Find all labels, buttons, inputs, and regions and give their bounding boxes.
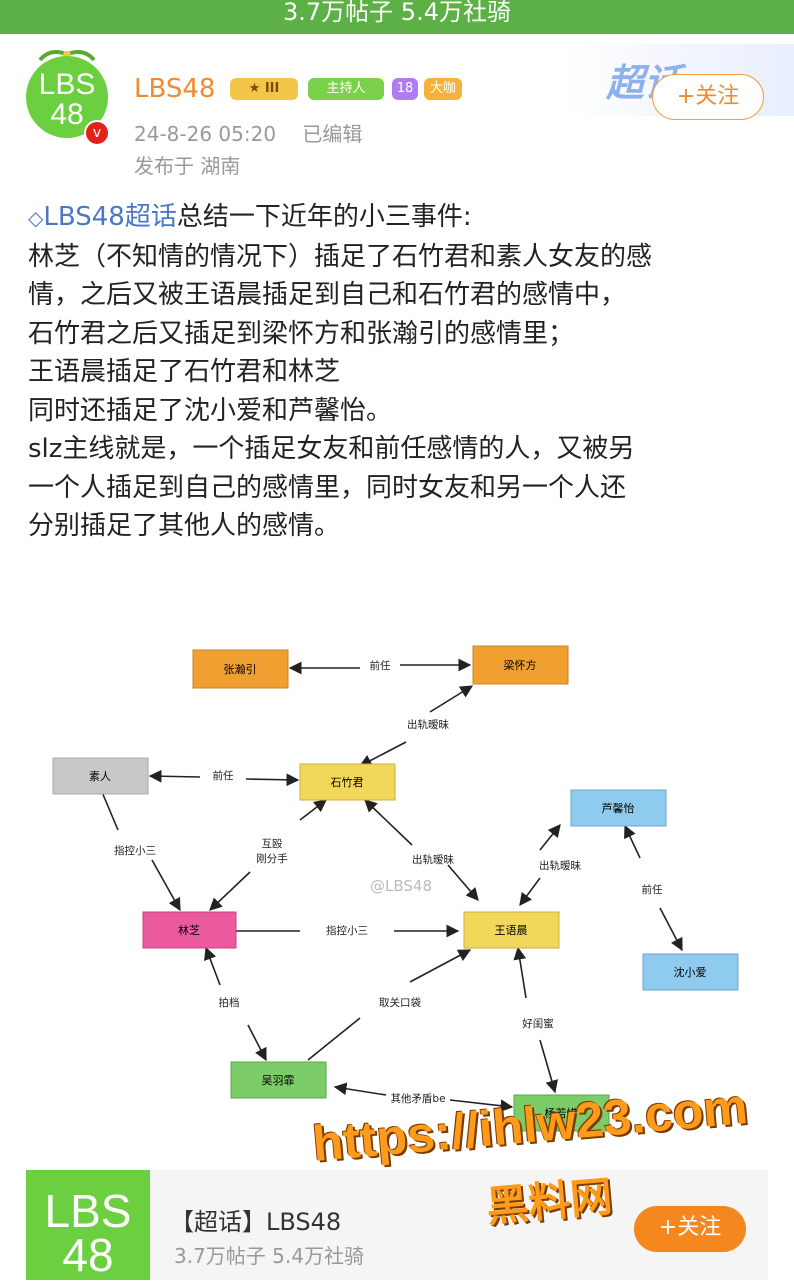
relationship-diagram[interactable]: 张瀚引 梁怀方 素人 石竹君 芦馨怡 林芝 王语晨 沈小爱 吴羽霏 杨若惜 前任…	[40, 640, 760, 1140]
edge-label-lin-shi-2: 刚分手	[256, 852, 288, 865]
topic-tag-text: LBS48超话	[43, 202, 177, 232]
edge-label-lu-shen: 前任	[642, 883, 663, 896]
node-wang-label: 王语晨	[495, 924, 528, 937]
diamond-icon: ◇	[28, 206, 44, 230]
edge-label-wu-yang: 其他矛盾be	[390, 1092, 445, 1105]
fan-level-badge[interactable]: 18	[392, 78, 418, 100]
diagram-edges	[101, 658, 683, 1113]
post-line-0: 总结一下近年的小三事件:	[176, 202, 472, 232]
vip-badge[interactable]: 大咖	[424, 78, 462, 100]
edge-label-liang-shi: 出轨暧昧	[407, 718, 449, 731]
post-line-3: 石竹君之后又插足到梁怀方和张瀚引的感情里；	[28, 318, 575, 349]
node-zhang[interactable]: 张瀚引	[192, 649, 289, 689]
node-zhang-label: 张瀚引	[224, 662, 257, 676]
follow-button[interactable]: +关注	[652, 74, 764, 120]
post-date: 24-8-26 05:20 已编辑	[134, 118, 362, 147]
node-suren-label: 素人	[89, 770, 111, 783]
node-liang[interactable]: 梁怀方	[472, 645, 569, 685]
supertopic-avatar[interactable]: LBS 48	[26, 1170, 150, 1281]
post-location: 发布于 湖南	[134, 154, 241, 178]
topic-tag-link[interactable]: ◇LBS48超话	[28, 202, 177, 232]
username[interactable]: LBS48	[134, 74, 216, 104]
node-shi[interactable]: 石竹君	[299, 763, 396, 801]
node-suren[interactable]: 素人	[52, 757, 149, 795]
node-wang[interactable]: 王语晨	[463, 911, 560, 949]
node-lin[interactable]: 林芝	[142, 911, 237, 949]
post-line-1: 林芝（不知情的情况下）插足了石竹君和素人女友的感	[28, 241, 653, 272]
edge-label-lu-wang: 出轨暧昧	[539, 859, 581, 872]
node-shi-label: 石竹君	[331, 775, 364, 789]
supertopic-follow-button[interactable]: +关注	[634, 1206, 746, 1252]
node-wu[interactable]: 吴羽霏	[230, 1061, 327, 1099]
edge-label-suren-shi: 前任	[213, 769, 234, 782]
post-line-8: 分别插足了其他人的感情。	[28, 511, 341, 541]
post-line-6: slz主线就是，一个插足女友和前任感情的人，又被另	[28, 434, 635, 464]
node-wu-label: 吴羽霏	[262, 1074, 295, 1087]
node-liang-label: 梁怀方	[504, 658, 537, 672]
edge-label-shi-wang: 出轨暧昧	[412, 853, 454, 866]
avatar-text-1: LBS	[38, 68, 96, 101]
edge-label-lin-wu: 拍档	[219, 996, 240, 1009]
node-yang[interactable]: 杨若惜	[513, 1094, 610, 1132]
post-card	[0, 34, 794, 1280]
post-line-5: 同时还插足了沈小爱和芦馨怡。	[28, 395, 393, 426]
level-badge[interactable]: ★ III	[230, 78, 298, 100]
edge-label-zhang-liang: 前任	[370, 659, 391, 672]
verified-icon: v	[84, 120, 110, 146]
post-line-4: 王语晨插足了石竹君和林芝	[28, 357, 341, 387]
node-yang-label: 杨若惜	[545, 1106, 578, 1120]
node-lu[interactable]: 芦馨怡	[570, 789, 667, 827]
edge-labels: 前任 出轨暧昧 前任 指控小三 互殴 刚分手 出轨暧昧 出轨暧昧 前任 指控小三…	[114, 659, 663, 1105]
edge-label-wang-yang: 好闺蜜	[522, 1017, 554, 1030]
node-lin-label: 林芝	[178, 923, 200, 937]
top-stats-text: 3.7万帖子 5.4万社骑	[283, 0, 511, 26]
edge-label-suren-lin: 指控小三	[114, 844, 156, 857]
edge-label-lin-shi-1: 互殴	[262, 838, 283, 850]
node-lu-label: 芦馨怡	[602, 801, 635, 815]
post-timestamp: 24-8-26 05:20	[134, 122, 277, 146]
diagram-watermark: @LBS48	[370, 877, 432, 895]
post-line-7: 一个人插足到自己的感情里，同时女友和另一个人还	[28, 472, 627, 503]
host-badge[interactable]: 主持人	[308, 78, 384, 100]
top-stats-bar: 3.7万帖子 5.4万社骑	[0, 0, 794, 34]
node-shen-label: 沈小爱	[674, 965, 707, 979]
overlay-site-watermark: 黑料网	[484, 1171, 615, 1232]
supertopic-avatar-text-2: 48	[62, 1229, 114, 1281]
avatar-text-2: 48	[50, 98, 84, 131]
edge-label-lin-wang: 指控小三	[326, 924, 368, 937]
node-shen[interactable]: 沈小爱	[642, 953, 739, 991]
post-line-2: 情，之后又被王语晨插足到自己和石竹君的感情中，	[28, 280, 627, 310]
post-body: ◇LBS48超话总结一下近年的小三事件: 林芝（不知情的情况下）插足了石竹君和素…	[28, 198, 768, 546]
supertopic-stats: 3.7万帖子 5.4万社骑	[174, 1244, 364, 1268]
edge-label-wu-wang: 取关口袋	[379, 996, 421, 1009]
supertopic-avatar-text-1: LBS	[44, 1185, 132, 1237]
supertopic-title[interactable]: 【超话】LBS48	[170, 1208, 342, 1236]
edited-label: 已编辑	[302, 122, 363, 146]
